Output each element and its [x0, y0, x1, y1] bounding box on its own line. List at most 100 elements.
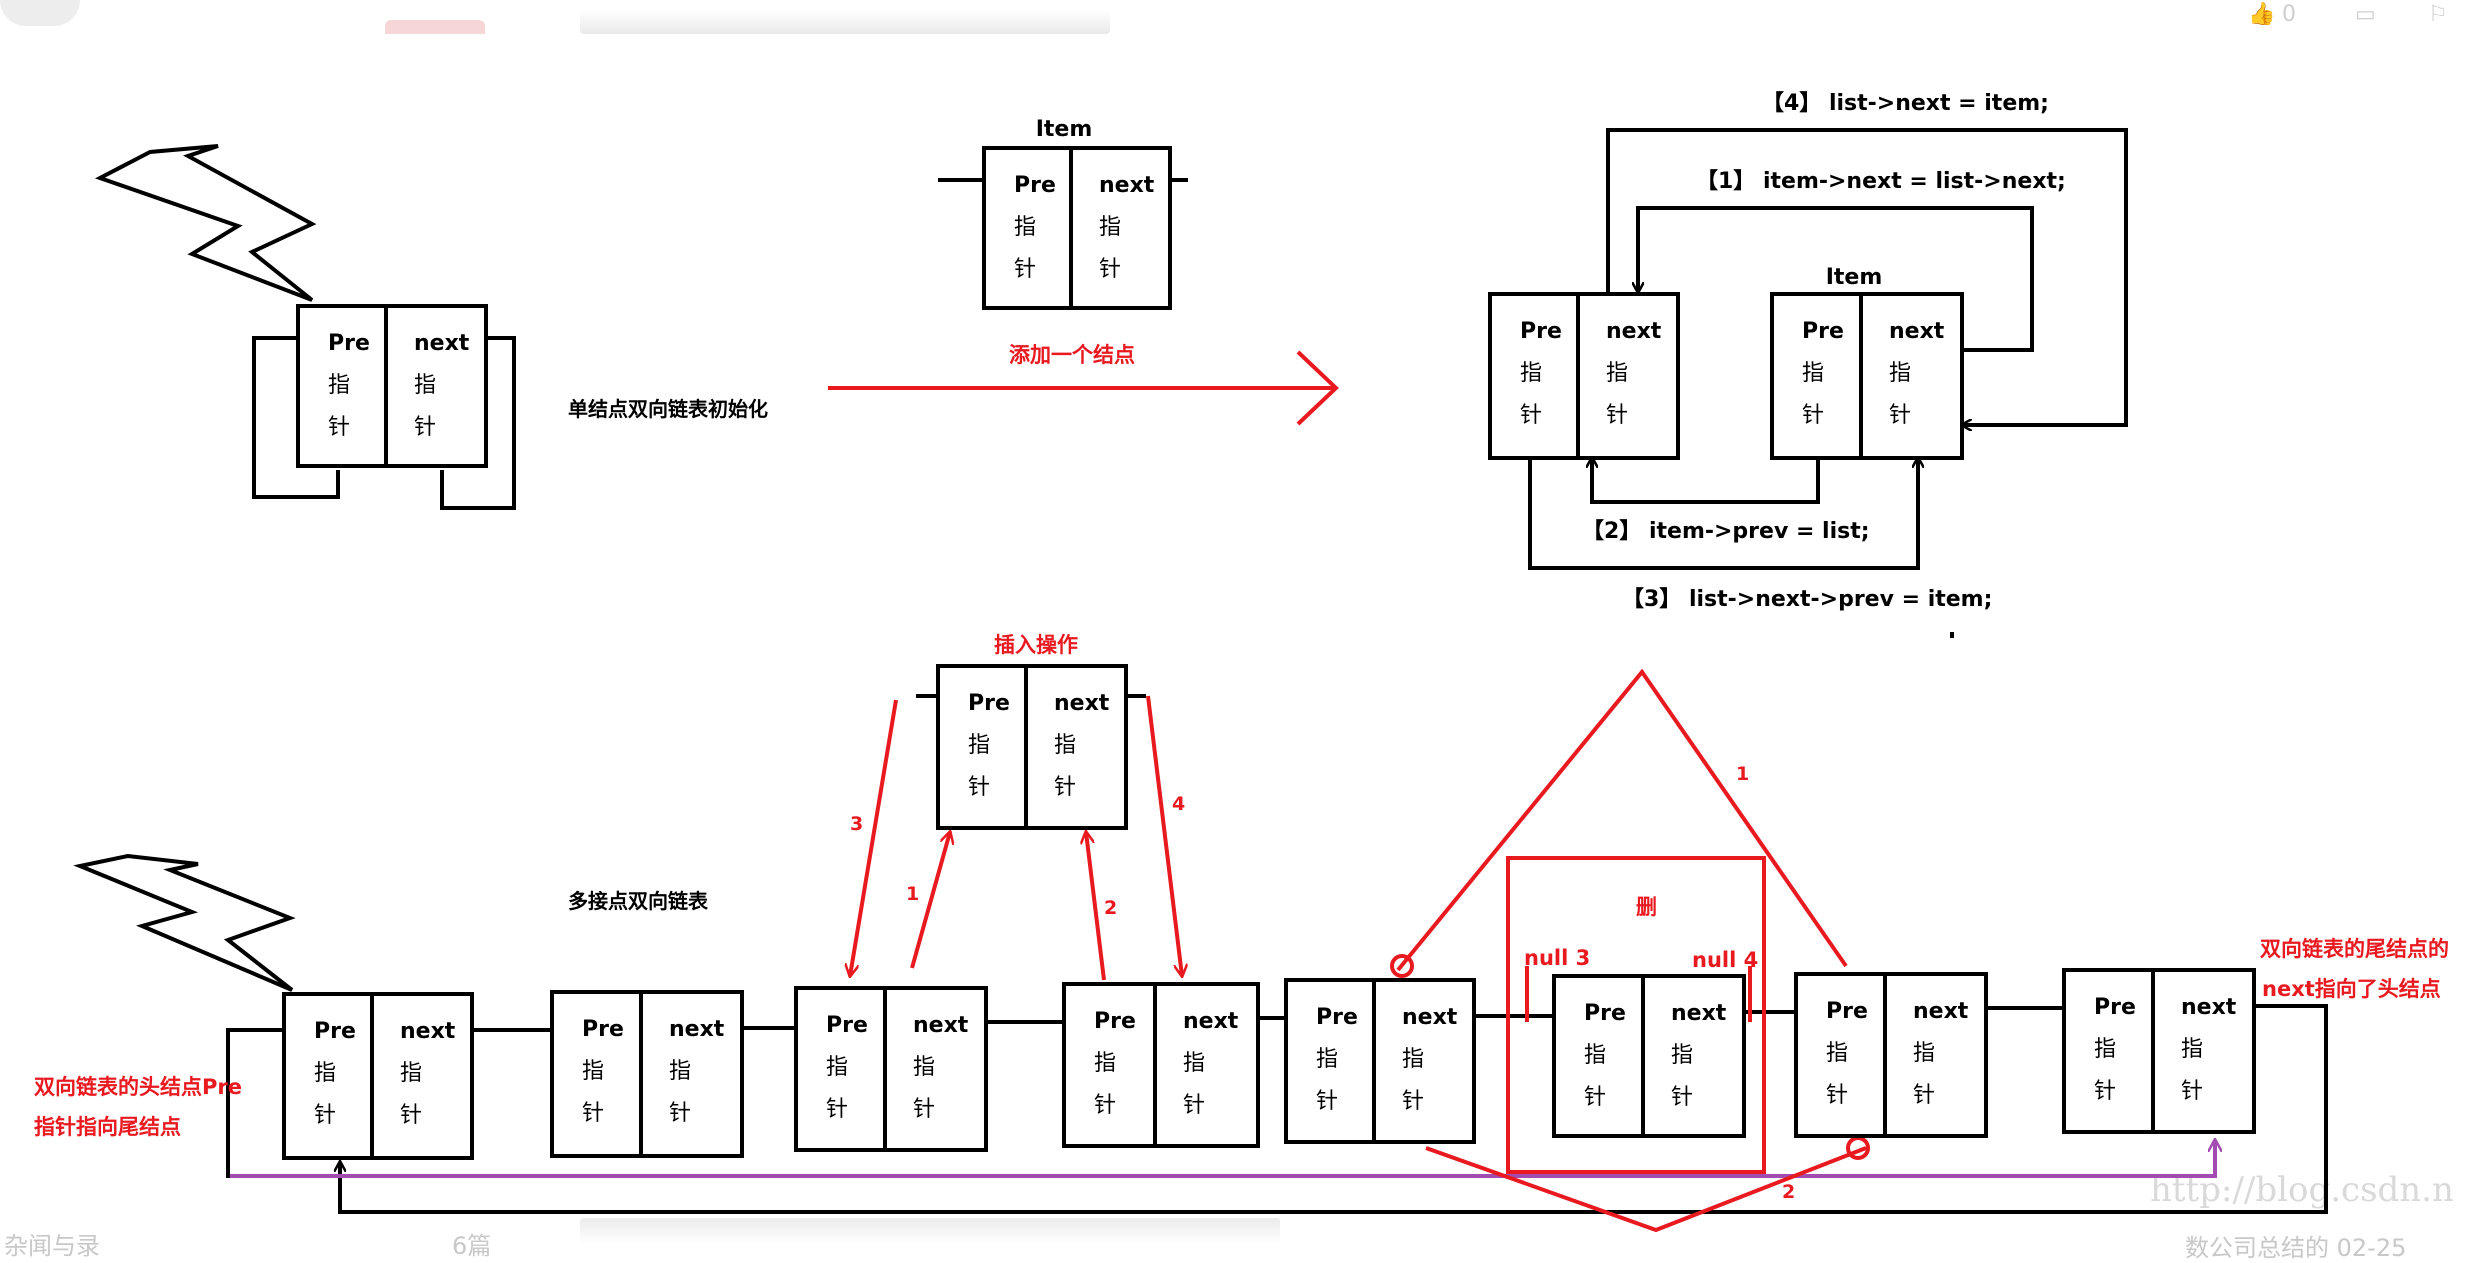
- node-box: [1284, 978, 1476, 1144]
- next-label: next: [1606, 319, 1662, 344]
- pre-label: Pre: [1014, 173, 1056, 198]
- pointer-char-label: 指: [1606, 361, 1628, 386]
- next-label: next: [1671, 1001, 1727, 1026]
- pointer-char-label: 针: [1671, 1085, 1693, 1110]
- node-box: [1794, 972, 1988, 1138]
- like-count: 0: [2282, 2, 2296, 27]
- pointer-char-label: 针: [400, 1103, 422, 1128]
- pointer-char-label: 指: [968, 733, 990, 758]
- pointer-char-label: 指: [1183, 1051, 1205, 1076]
- pointer-char-label: 针: [1520, 403, 1542, 428]
- insert-step-number: 4: [1172, 793, 1185, 815]
- pre-label: Pre: [328, 331, 370, 356]
- pre-label: Pre: [2094, 995, 2136, 1020]
- pointer-char-label: 针: [2094, 1079, 2116, 1104]
- next-label: next: [1913, 999, 1969, 1024]
- pointer-char-label: 指: [1671, 1043, 1693, 1068]
- pointer-char-label: 指: [1014, 215, 1036, 240]
- dot-mark: [1950, 632, 1954, 638]
- pointer-char-label: 针: [1913, 1083, 1935, 1108]
- article-text-ghost: [580, 1218, 1280, 1244]
- next-label: next: [669, 1017, 725, 1042]
- multi-node-label: 多接点双向链表: [568, 889, 709, 913]
- pointer-char-label: 指: [2181, 1037, 2203, 1062]
- next-label: next: [1183, 1009, 1239, 1034]
- node-box: [282, 992, 474, 1160]
- thumbs-up-icon[interactable]: 👍: [2248, 2, 2276, 27]
- step-2-label: 【2】 item->prev = list;: [1582, 519, 1870, 544]
- pointer-char-label: 针: [328, 415, 350, 440]
- pointer-char-label: 指: [400, 1061, 422, 1086]
- pointer-char-label: 指: [826, 1055, 848, 1080]
- lightning-bolt-icon: [73, 853, 296, 992]
- avatar: [0, 0, 80, 26]
- pointer-char-label: 针: [1889, 403, 1911, 428]
- pointer-char-label: 指: [1402, 1047, 1424, 1072]
- node-box: [1488, 292, 1680, 460]
- pointer-char-label: 针: [582, 1101, 604, 1126]
- next-label: next: [1054, 691, 1110, 716]
- null3-label: null 3: [1524, 946, 1590, 970]
- pre-label: Pre: [1520, 319, 1562, 344]
- pointer-char-label: 针: [314, 1103, 336, 1128]
- null4-label: null 4: [1692, 948, 1758, 972]
- next-label: next: [400, 1019, 456, 1044]
- pointer-char-label: 指: [669, 1059, 691, 1084]
- pre-label: Pre: [1802, 319, 1844, 344]
- head-note-line2: 指针指向尾结点: [34, 1115, 181, 1139]
- blog-top-bar: 👍 0 ▭ ⚐: [0, 0, 2471, 36]
- next-label: next: [1099, 173, 1155, 198]
- comment-icon[interactable]: ▭: [2355, 2, 2376, 27]
- add-arrow-head: [1296, 350, 1339, 426]
- node-box: [2062, 968, 2256, 1134]
- step-4-label: 【4】 list->next = item;: [1762, 91, 2049, 116]
- head-pre-arrow: [230, 1140, 2215, 1178]
- add-node-label: 添加一个结点: [1009, 343, 1135, 367]
- node-box: [1552, 974, 1746, 1138]
- delete-operation: [1390, 668, 1870, 1233]
- pointer-char-label: 指: [314, 1061, 336, 1086]
- pre-label: Pre: [826, 1013, 868, 1038]
- pointer-char-label: 针: [1183, 1093, 1205, 1118]
- node-box: [1770, 292, 1964, 460]
- bookmark-icon[interactable]: ⚐: [2428, 2, 2448, 27]
- next-label: next: [913, 1013, 969, 1038]
- nodes: Pre指针next指针Pre指针next指针Pre指针next指针Pre指针ne…: [282, 146, 2256, 1160]
- pre-label: Pre: [582, 1017, 624, 1042]
- lightning-bolt-icon: [94, 144, 317, 302]
- node-box: [936, 664, 1128, 830]
- step-lines: [1528, 128, 2128, 570]
- pointer-char-label: 针: [1094, 1093, 1116, 1118]
- pointer-char-label: 指: [1054, 733, 1076, 758]
- item-label: Item: [1036, 117, 1093, 142]
- tail-note-line2: next指向了头结点: [2262, 977, 2441, 1001]
- next-label: next: [2181, 995, 2237, 1020]
- pointer-char-label: 针: [1826, 1083, 1848, 1108]
- insert-step-number: 3: [850, 813, 863, 835]
- pre-label: Pre: [968, 691, 1010, 716]
- pointer-char-label: 指: [1584, 1043, 1606, 1068]
- tail-note-line1: 双向链表的尾结点的: [2260, 937, 2449, 961]
- pointer-char-label: 指: [414, 373, 436, 398]
- pointer-char-label: 指: [1520, 361, 1542, 386]
- pre-label: Pre: [1584, 1001, 1626, 1026]
- head-note-line1: 双向链表的头结点Pre: [34, 1075, 242, 1099]
- node-box: [982, 146, 1172, 310]
- insert-step-number: 2: [1104, 897, 1117, 919]
- pre-label: Pre: [1826, 999, 1868, 1024]
- delete-step-number: 1: [1736, 763, 1749, 785]
- pointer-char-label: 针: [1099, 257, 1121, 282]
- pointer-char-label: 针: [1054, 775, 1076, 800]
- article-title-ghost: [580, 10, 1110, 34]
